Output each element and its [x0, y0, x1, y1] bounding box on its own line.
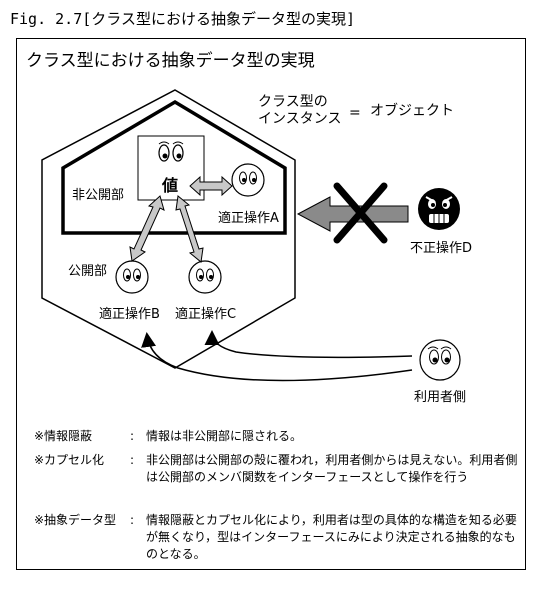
blocked-x-icon	[333, 182, 388, 244]
operation-d-angry-face-icon	[418, 188, 460, 230]
note-term: ※情報隠蔽	[34, 429, 93, 443]
user-call-c-arrow	[204, 330, 413, 359]
operation-c-label: 適正操作C	[175, 307, 237, 322]
note-colon: :	[130, 513, 135, 527]
operation-a-face-icon	[231, 163, 265, 197]
private-section-label: 非公開部	[72, 188, 125, 203]
diagram-title: クラス型における抽象データ型の実現	[26, 51, 315, 71]
note-text: 情報隠蔽とカプセル化により，利用者は型の具体的な構造を知る必要が無くなり，型はイ…	[146, 513, 517, 561]
note-info-hiding: ※情報隠蔽 : 情報は非公開部に隠される。	[34, 428, 534, 446]
equation-left-line2: インスタンス	[258, 111, 342, 127]
equation-left-line1: クラス型の	[258, 94, 328, 110]
note-term: ※カプセル化	[34, 453, 105, 467]
value-op-a-arrow	[189, 175, 233, 197]
equation-right: オブジェクト	[370, 103, 454, 119]
note-text: 非公開部は公開部の殻に覆われ，利用者側からは見えない。利用者側は公開部のメンバ関…	[146, 453, 518, 484]
value-op-b-arrow	[129, 195, 165, 262]
public-section-label: 公開部	[68, 264, 108, 279]
user-side-label: 利用者側	[414, 390, 467, 405]
operation-a-label: 適正操作A	[218, 211, 279, 226]
equation-equals: =	[349, 105, 361, 121]
figure-frame	[16, 38, 526, 570]
figure-caption: Fig. 2.7[クラス型における抽象データ型の実現]	[10, 10, 356, 28]
note-colon: :	[130, 453, 135, 467]
value-label: 値	[162, 176, 179, 195]
note-colon: :	[130, 429, 135, 443]
operation-c-face-icon	[188, 260, 222, 294]
value-face-icon	[158, 141, 184, 162]
note-abstract-data-type: ※抽象データ型 : 情報隠蔽とカプセル化により，利用者は型の具体的な構造を知る必…	[34, 512, 534, 564]
note-encapsulation: ※カプセル化 : 非公開部は公開部の殻に覆われ，利用者側からは見えない。利用者側…	[34, 452, 534, 504]
operation-d-label: 不正操作D	[410, 241, 473, 256]
note-term: ※抽象データ型	[34, 513, 117, 527]
user-face-icon	[419, 339, 461, 381]
value-op-c-arrow	[175, 195, 204, 263]
user-call-b-arrow	[141, 332, 413, 382]
invalid-access-arrow	[296, 196, 409, 232]
note-text: 情報は非公開部に隠される。	[146, 429, 303, 443]
operation-b-label: 適正操作B	[99, 307, 160, 322]
operation-b-face-icon	[115, 260, 149, 294]
